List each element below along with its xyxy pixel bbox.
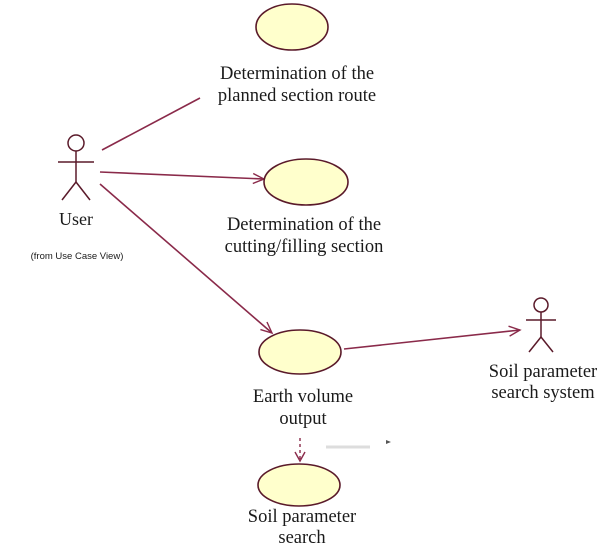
planned-route-label-line2: planned section route [218, 86, 376, 106]
use-case-soil-search[interactable] [257, 463, 341, 507]
use-case-planned-route[interactable] [255, 3, 329, 51]
soil-system-label-line1: Soil parameter [489, 362, 597, 382]
planned-route-label-line1: Determination of the [220, 64, 374, 84]
use-case-cutting-filling[interactable] [263, 158, 349, 206]
soil-search-label-line1: Soil parameter [248, 507, 356, 527]
use-case-earth-volume[interactable] [258, 329, 342, 375]
include-dependency-arrowhead [294, 451, 306, 463]
association-user-earth-volume [99, 183, 274, 335]
user-actor-icon[interactable] [58, 134, 94, 201]
earth-volume-label-line2: output [279, 409, 327, 429]
small-tick-mark [386, 440, 391, 444]
cutting-filling-label-line2: cutting/filling section [225, 237, 384, 257]
association-user-planned-route [101, 97, 201, 151]
cutting-filling-label-line1: Determination of the [227, 215, 381, 235]
soil-system-actor-icon[interactable] [526, 297, 556, 353]
soil-system-label-line2: search system [491, 383, 595, 403]
soil-search-label-line2: search [278, 528, 325, 548]
association-user-cutting-filling [99, 171, 266, 185]
association-earth-volume-soil-system [343, 325, 522, 350]
user-actor-label: User [59, 209, 93, 229]
user-actor-note: (from Use Case View) [31, 251, 124, 262]
earth-volume-label-line1: Earth volume [253, 387, 353, 407]
